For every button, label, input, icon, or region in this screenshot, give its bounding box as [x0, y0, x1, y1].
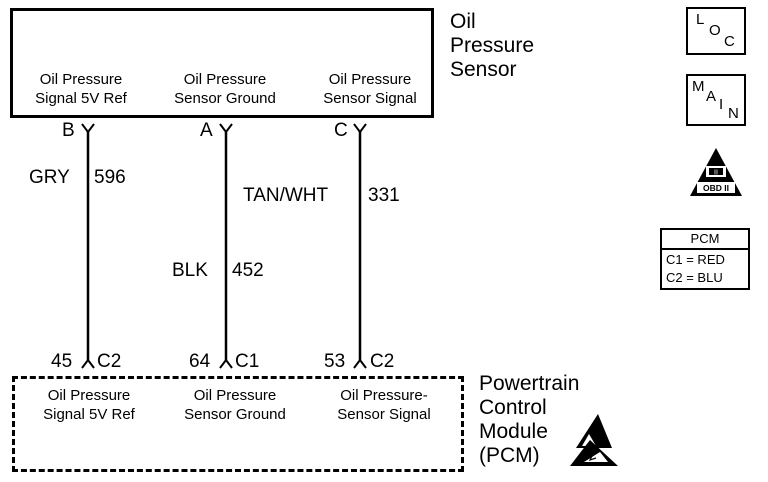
- pcm-box: [12, 376, 464, 472]
- label-line: Oil Pressure: [193, 387, 277, 404]
- connector-pin-c: C: [334, 120, 348, 141]
- pcm-title: Powertrain Control Module (PCM): [479, 372, 579, 468]
- pcm-pin-64: 64: [189, 351, 211, 372]
- main-icon[interactable]: M A I N: [686, 74, 746, 126]
- main-letter: N: [728, 105, 739, 122]
- legend-row-c2: C2 = BLU: [666, 270, 723, 285]
- connector-pin-b: B: [62, 120, 75, 141]
- pcm-connector-c1: C1: [235, 351, 260, 372]
- wire-452-color: BLK: [172, 260, 208, 281]
- label-line: Sensor Signal: [323, 90, 417, 107]
- connector-45-symbol: [81, 358, 95, 369]
- connector-pin-a: A: [200, 120, 213, 141]
- title-line: Oil: [450, 10, 476, 33]
- pcm-connector-legend: PCM C1 = RED C2 = BLU: [660, 228, 750, 290]
- sensor-pin-c-label: Oil Pressure Sensor Signal: [308, 70, 432, 108]
- title-line: Powertrain: [479, 372, 580, 395]
- esd-sensitive-icon: [570, 414, 618, 466]
- label-line: Sensor Ground: [174, 90, 276, 107]
- loc-letter: L: [696, 11, 705, 28]
- pcm-pin-53-label: Oil Pressure- Sensor Signal: [322, 386, 446, 424]
- label-line: Signal 5V Ref: [43, 406, 135, 423]
- connector-64-symbol: [219, 358, 233, 369]
- svg-text:OBD II: OBD II: [703, 183, 729, 193]
- connector-c-symbol: [353, 123, 367, 134]
- wire-331-circuit: 331: [368, 185, 400, 206]
- main-letter: I: [719, 96, 724, 113]
- title-line: (PCM): [479, 444, 540, 467]
- loc-letter: O: [709, 22, 721, 39]
- legend-title: PCM: [662, 230, 748, 250]
- pcm-pin-64-label: Oil Pressure Sensor Ground: [168, 386, 302, 424]
- main-letter: A: [706, 88, 717, 105]
- sensor-pin-a-label: Oil Pressure Sensor Ground: [158, 70, 292, 108]
- legend-row-c1: C1 = RED: [666, 252, 725, 267]
- connector-b-symbol: [81, 123, 95, 134]
- wire-596-circuit: 596: [94, 167, 126, 188]
- title-line: Sensor: [450, 58, 517, 81]
- obd-ii-icon: II OBD II: [690, 148, 742, 196]
- pcm-pin-45: 45: [51, 351, 73, 372]
- svg-text:II: II: [714, 170, 718, 177]
- sensor-title: Oil Pressure Sensor: [450, 10, 534, 82]
- wire-596-color: GRY: [29, 167, 70, 188]
- loc-letter: C: [724, 33, 735, 50]
- label-line: Sensor Signal: [337, 406, 431, 423]
- wire-331-color: TAN/WHT: [243, 185, 329, 206]
- label-line: Oil Pressure: [47, 387, 131, 404]
- label-line: Oil Pressure: [39, 71, 123, 88]
- title-line: Control: [479, 396, 547, 419]
- connector-a-symbol: [219, 123, 233, 134]
- main-letter: M: [692, 78, 705, 95]
- pcm-pin-45-label: Oil Pressure Signal 5V Ref: [28, 386, 150, 424]
- label-line: Oil Pressure-: [340, 387, 428, 404]
- oil-pressure-sensor-box: [10, 8, 434, 118]
- label-line: Sensor Ground: [184, 406, 286, 423]
- pcm-connector-c2-b: C2: [370, 351, 395, 372]
- label-line: Oil Pressure: [183, 71, 267, 88]
- pcm-pin-53: 53: [324, 351, 346, 372]
- label-line: Oil Pressure: [328, 71, 412, 88]
- title-line: Module: [479, 420, 548, 443]
- label-line: Signal 5V Ref: [35, 90, 127, 107]
- loc-icon[interactable]: L O C: [686, 7, 746, 55]
- connector-53-symbol: [353, 358, 367, 369]
- sensor-pin-b-label: Oil Pressure Signal 5V Ref: [20, 70, 142, 108]
- wire-452-circuit: 452: [232, 260, 264, 281]
- title-line: Pressure: [450, 34, 535, 57]
- pcm-connector-c2-a: C2: [97, 351, 122, 372]
